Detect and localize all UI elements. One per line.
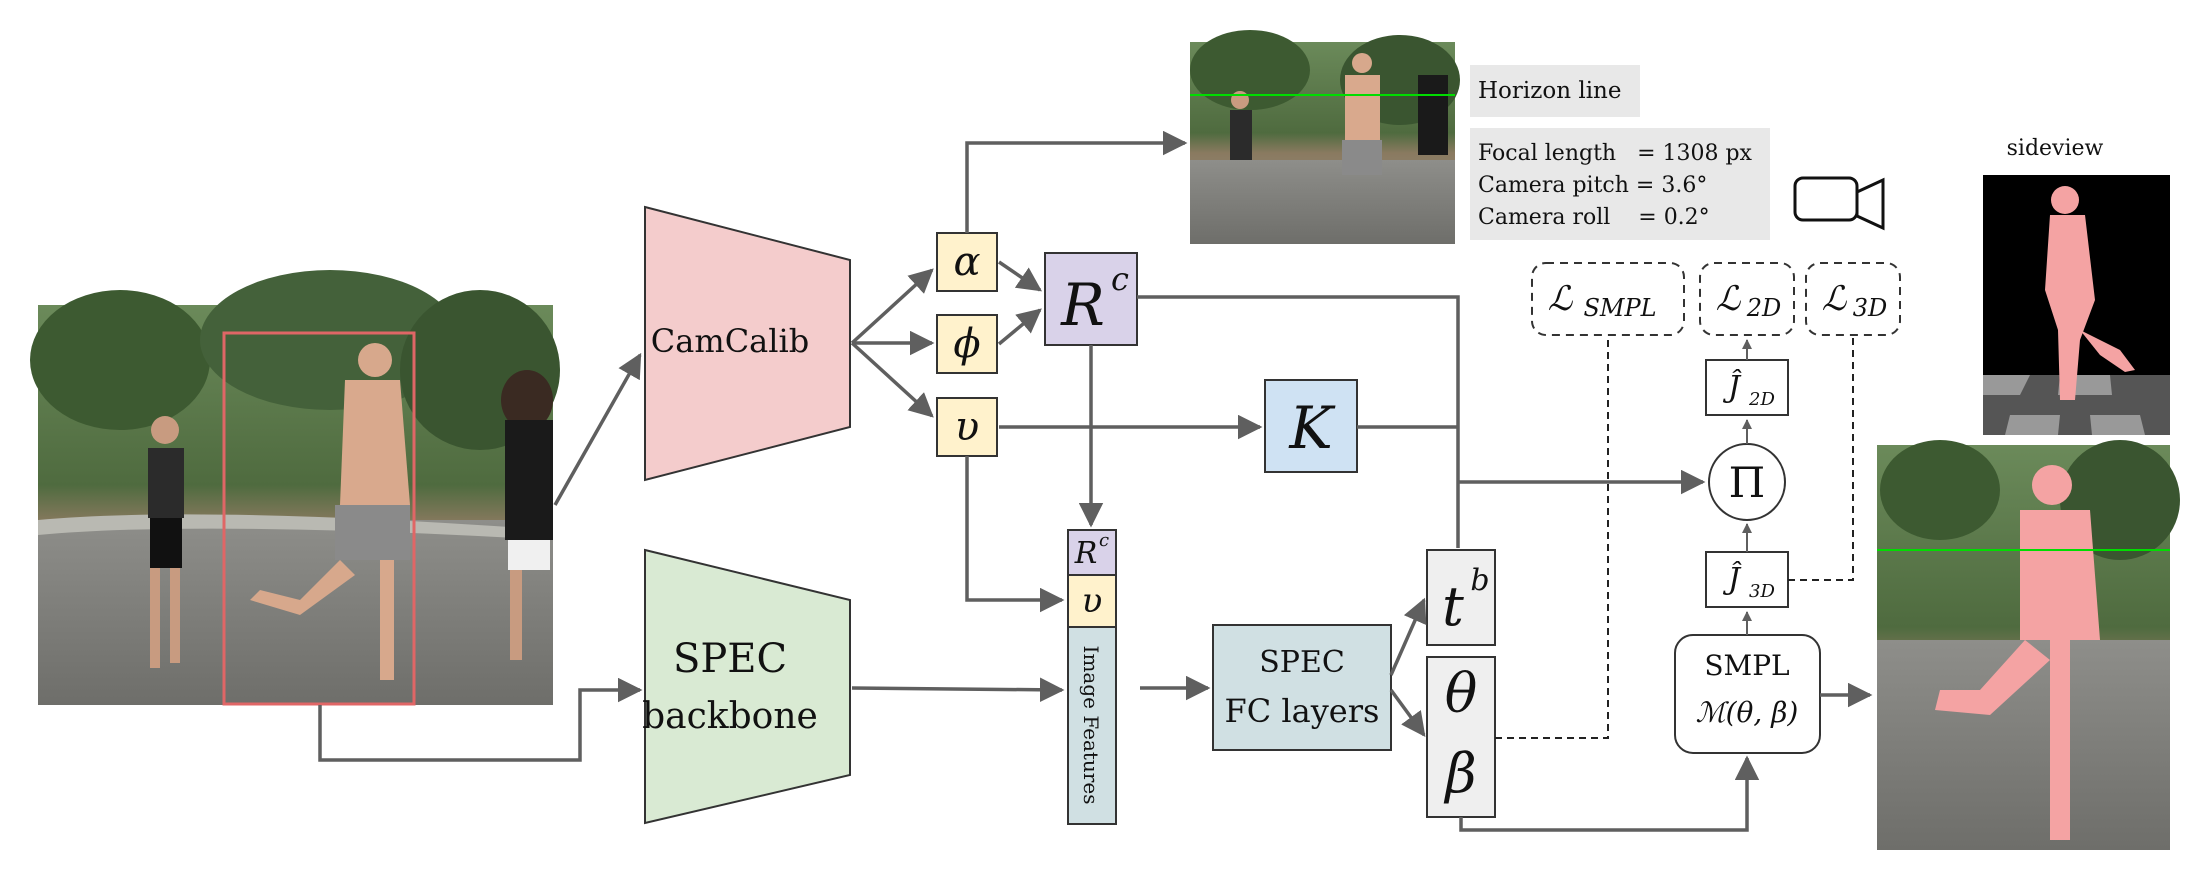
loss-3d: ℒ 3D — [1805, 262, 1901, 336]
svg-text:SMPL: SMPL — [1704, 649, 1789, 682]
svg-text:2D: 2D — [1746, 294, 1782, 322]
output-mesh-image — [1877, 440, 2180, 850]
rotation-block: R c — [1044, 252, 1138, 346]
camcalib-block: CamCalib — [644, 205, 851, 482]
input-image — [30, 270, 560, 706]
translation-output: t b — [1426, 549, 1496, 646]
loss-2d: ℒ 2D — [1699, 262, 1795, 336]
spec-backbone-block: SPEC backbone — [642, 548, 851, 825]
svg-text:K: K — [1288, 394, 1336, 462]
svg-text:Π: Π — [1729, 458, 1766, 507]
spec-backbone-label-2: backbone — [642, 696, 818, 737]
svg-text:α: α — [953, 239, 980, 285]
svg-text:2D: 2D — [1748, 389, 1775, 410]
svg-text:FC layers: FC layers — [1225, 692, 1380, 730]
svg-text:SMPL: SMPL — [1583, 294, 1656, 322]
svg-text:ℒ: ℒ — [1548, 279, 1574, 319]
svg-text:c: c — [1099, 530, 1109, 551]
svg-text:υ: υ — [955, 404, 979, 450]
sideview-label: sideview — [2007, 136, 2104, 161]
camera-params-box: Focal length = 1308 px Camera pitch = 3.… — [1470, 128, 1770, 240]
smpl-block: SMPL ℳ(θ, β) — [1674, 634, 1821, 754]
horizon-label-box: Horizon line — [1470, 65, 1640, 117]
camera-roll-text: Camera roll = 0.2° — [1478, 205, 1710, 230]
camera-icon — [1793, 176, 1885, 231]
phi-param: ϕ — [936, 314, 998, 374]
upsilon-param: υ — [936, 397, 998, 457]
svg-text:ϕ: ϕ — [953, 321, 980, 367]
joints-2d-box: Ĵ 2D — [1705, 359, 1789, 416]
camcalib-label: CamCalib — [651, 322, 809, 360]
spec-backbone-label-1: SPEC — [673, 636, 787, 682]
loss-connections — [1495, 335, 1854, 739]
svg-text:Image Features: Image Features — [1079, 646, 1103, 805]
svg-text:Horizon line: Horizon line — [1478, 78, 1621, 104]
feature-stack: R c υ Image Features — [1067, 529, 1117, 825]
svg-text:3D: 3D — [1749, 581, 1775, 602]
svg-text:ℒ: ℒ — [1716, 279, 1742, 319]
svg-text:b: b — [1470, 563, 1489, 598]
svg-text:β: β — [1443, 742, 1476, 805]
svg-text:SPEC: SPEC — [1259, 645, 1345, 680]
svg-text:c: c — [1111, 260, 1129, 298]
svg-text:R: R — [1074, 536, 1098, 571]
svg-text:ℒ: ℒ — [1822, 279, 1848, 319]
projection-node: Π — [1708, 443, 1786, 521]
alpha-param: α — [936, 232, 998, 292]
intrinsics-k-block: K — [1264, 379, 1358, 473]
svg-text:ℳ(θ, β): ℳ(θ, β) — [1696, 696, 1799, 729]
joints-3d-box: Ĵ 3D — [1705, 551, 1789, 608]
spec-fc-block: SPEC FC layers — [1212, 624, 1392, 751]
svg-text:θ: θ — [1445, 662, 1478, 725]
camera-pitch-text: Camera pitch = 3.6° — [1478, 173, 1707, 198]
focal-length-text: Focal length = 1308 px — [1478, 141, 1753, 166]
svg-text:R: R — [1060, 271, 1105, 339]
calibration-preview-image — [1190, 30, 1460, 244]
pose-shape-output: θ β — [1426, 656, 1496, 818]
connections — [318, 130, 1873, 832]
person-bounding-box — [222, 331, 416, 706]
svg-text:υ: υ — [1082, 581, 1103, 621]
loss-smpl: ℒ SMPL — [1531, 262, 1685, 336]
sideview-image — [1983, 175, 2170, 435]
svg-text:t: t — [1442, 575, 1464, 638]
svg-text:3D: 3D — [1853, 294, 1888, 322]
